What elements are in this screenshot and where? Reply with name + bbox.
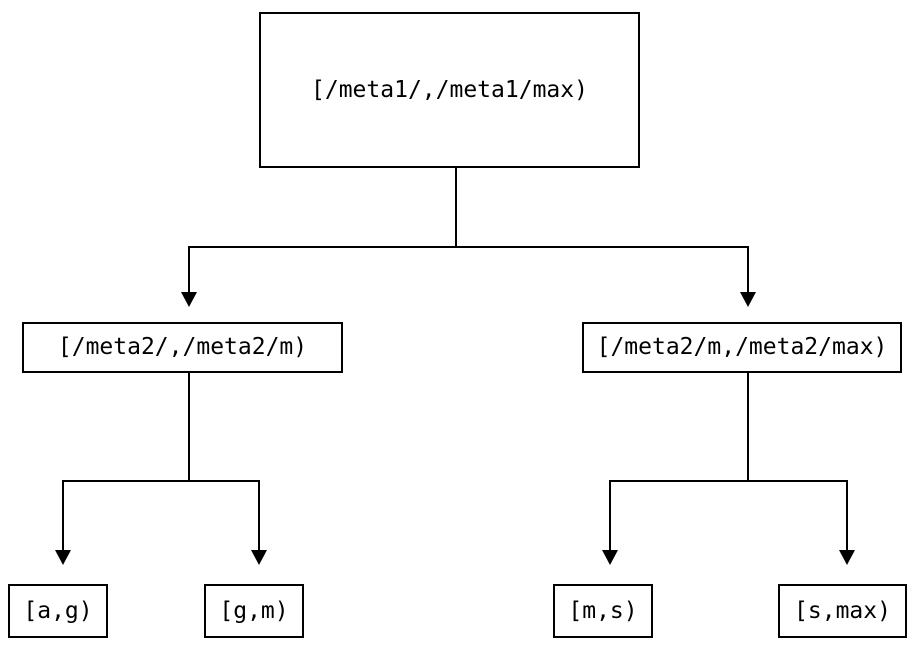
edge-meta2-low-stem xyxy=(188,373,190,482)
edge-meta2-high-crossbar xyxy=(609,480,848,482)
edge-root-stem xyxy=(455,168,457,248)
node-meta2-high-range: [/meta2/m,/meta2/max) xyxy=(582,322,902,373)
node-leaf-m-s: [m,s) xyxy=(553,584,653,638)
arrowhead-down-icon xyxy=(740,292,756,307)
edge-meta2-high-to-leaf-m-s-drop xyxy=(609,480,611,550)
arrowhead-down-icon xyxy=(251,550,267,565)
edge-meta2-high-stem xyxy=(747,373,749,482)
edge-root-crossbar xyxy=(188,246,749,248)
arrowhead-down-icon xyxy=(839,550,855,565)
edge-meta2-low-crossbar xyxy=(62,480,260,482)
node-meta2-low-range: [/meta2/,/meta2/m) xyxy=(22,322,343,373)
edge-meta2-low-to-leaf-g-m-drop xyxy=(258,480,260,550)
node-leaf-a-g: [a,g) xyxy=(8,584,108,638)
arrowhead-down-icon xyxy=(55,550,71,565)
node-leaf-g-m: [g,m) xyxy=(204,584,304,638)
node-leaf-s-max: [s,max) xyxy=(778,584,907,638)
arrowhead-down-icon xyxy=(181,292,197,307)
arrowhead-down-icon xyxy=(602,550,618,565)
node-root-meta1-range: [/meta1/,/meta1/max) xyxy=(259,12,640,168)
edge-root-to-meta2-low-drop xyxy=(188,246,190,292)
edge-root-to-meta2-high-drop xyxy=(747,246,749,292)
edge-meta2-low-to-leaf-a-g-drop xyxy=(62,480,64,550)
edge-meta2-high-to-leaf-s-max-drop xyxy=(846,480,848,550)
